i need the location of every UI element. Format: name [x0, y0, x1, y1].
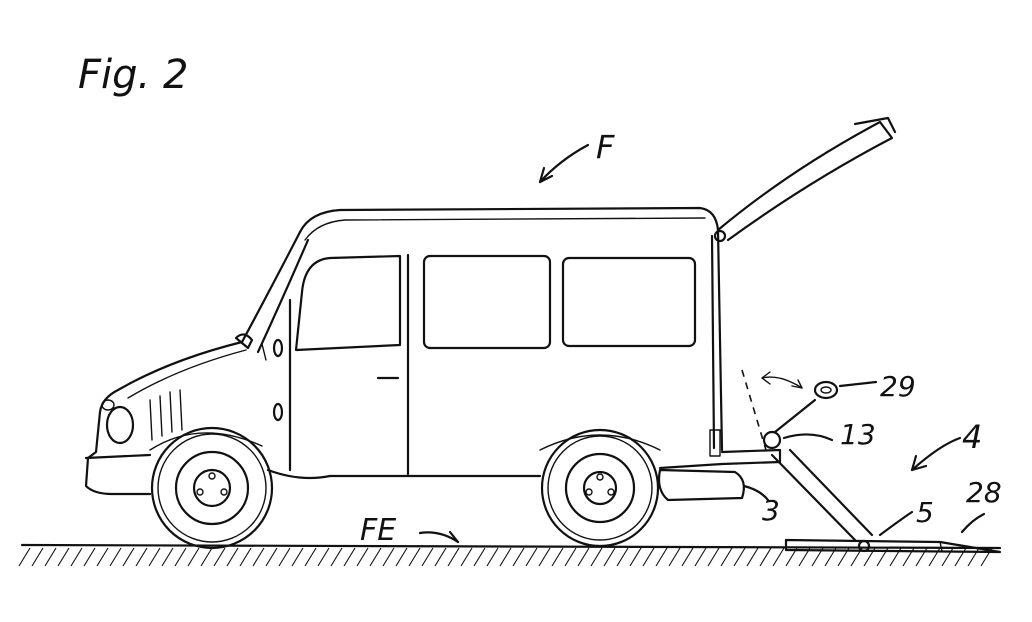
hatch-line	[369, 547, 382, 567]
ground	[18, 543, 1002, 567]
hatch-line	[200, 547, 213, 567]
hatch-line	[434, 547, 447, 567]
hatch-line	[421, 547, 434, 567]
label-handle: 29	[880, 370, 916, 403]
hatch-line	[343, 547, 356, 567]
hatch-line	[135, 547, 148, 567]
rear-step	[657, 429, 782, 502]
loading-device	[741, 369, 1002, 554]
hatch-line	[473, 547, 486, 567]
vehicle-windows	[294, 254, 697, 352]
hatch-line	[590, 547, 603, 567]
ramp-plate	[784, 538, 1002, 554]
leaders	[418, 143, 986, 544]
hatch-line	[486, 547, 499, 567]
front-wheel	[149, 426, 274, 550]
hatch-line	[707, 547, 720, 567]
hatch-line	[642, 547, 655, 567]
headlight	[105, 405, 135, 445]
label-ground: FE	[360, 513, 396, 548]
tailgate	[713, 116, 897, 243]
hatch-line	[31, 547, 44, 567]
hatch-line	[239, 547, 252, 567]
hatch-line	[278, 547, 291, 567]
front-window	[294, 254, 402, 352]
label-vehicle: F	[596, 128, 615, 166]
hatch-line	[70, 547, 83, 567]
hatch-line	[603, 547, 616, 567]
hatch-line	[408, 547, 421, 567]
hatch-line	[96, 547, 109, 567]
hatch-line	[382, 547, 395, 567]
hatch-line	[395, 547, 408, 567]
hatch-line	[161, 547, 174, 567]
hatch-line	[512, 547, 525, 567]
hatch-line	[681, 547, 694, 567]
label-ramp-plate: 5	[916, 496, 934, 529]
hatch-line	[265, 547, 278, 567]
hatch-line	[733, 547, 746, 567]
reference-labels: F FE 4 3 5 13 29 28	[360, 128, 1002, 548]
label-hinge: 13	[840, 418, 876, 451]
label-loading-device: 4	[962, 418, 982, 456]
hatch-line	[629, 547, 642, 567]
hatch-line	[304, 547, 317, 567]
hatch-line	[174, 547, 187, 567]
hatch-line	[44, 547, 57, 567]
hatch-line	[252, 547, 265, 567]
hatch-line	[187, 547, 200, 567]
hatch-line	[720, 547, 733, 567]
vehicle-body	[84, 206, 724, 496]
hatch-line	[668, 547, 681, 567]
middle-window	[422, 254, 552, 350]
hatch-line	[18, 547, 31, 567]
hatch-line	[213, 547, 226, 567]
hinge-joint	[762, 430, 782, 450]
hatch-line	[551, 547, 564, 567]
rear-window	[561, 256, 697, 348]
label-plate-edge: 28	[966, 476, 1002, 509]
hatch-line	[694, 547, 707, 567]
hatch-line	[616, 547, 629, 567]
hatch-line	[83, 547, 96, 567]
hatch-line	[538, 547, 551, 567]
hatch-line	[57, 547, 70, 567]
hatch-line	[759, 547, 772, 567]
hatch-line	[330, 547, 343, 567]
hatch-line	[291, 547, 304, 567]
hatch-line	[525, 547, 538, 567]
label-rear-step: 3	[762, 494, 780, 527]
hatch-line	[122, 547, 135, 567]
hatch-line	[356, 547, 369, 567]
hatch-line	[772, 547, 785, 567]
handle-ring	[813, 380, 839, 400]
hatch-line	[317, 547, 330, 567]
hatch-line	[499, 547, 512, 567]
hatch-line	[655, 547, 668, 567]
hatch-line	[148, 547, 161, 567]
hatch-line	[746, 547, 759, 567]
hatch-line	[460, 547, 473, 567]
hatch-line	[109, 547, 122, 567]
hatch-line	[447, 547, 460, 567]
rear-wheel	[539, 428, 661, 548]
hatch-line	[564, 547, 577, 567]
hatch-line	[226, 547, 239, 567]
figure-title: Fig. 2	[78, 52, 188, 98]
hatch-line	[577, 547, 590, 567]
